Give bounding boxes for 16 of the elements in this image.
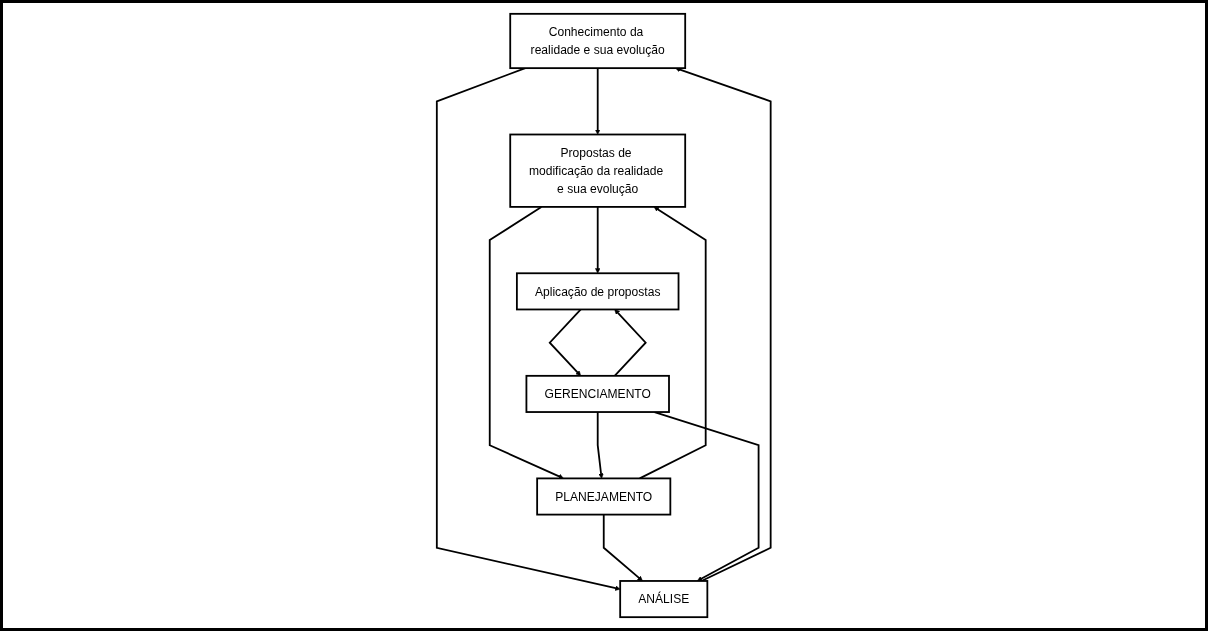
arrow: [436, 67, 621, 591]
arrow: [639, 206, 707, 480]
arrow: [595, 206, 601, 274]
arrow: [613, 309, 648, 377]
arrow: [548, 308, 582, 377]
arrow: [489, 206, 564, 479]
node-box: PLANEJAMENTO: [536, 477, 672, 516]
arrow: [597, 411, 604, 479]
node-box: Aplicação de propostas: [516, 272, 680, 311]
arrow: [675, 67, 772, 582]
node-box: Conhecimento da realidade e sua evolução: [509, 12, 687, 70]
node-box: GERENCIAMENTO: [525, 374, 671, 413]
node-box: Propostas de modificação da realidade e sua evolução: [509, 133, 687, 208]
node-box: ANÁLISE: [619, 580, 709, 619]
arrow: [595, 67, 601, 135]
arrow: [603, 513, 644, 582]
